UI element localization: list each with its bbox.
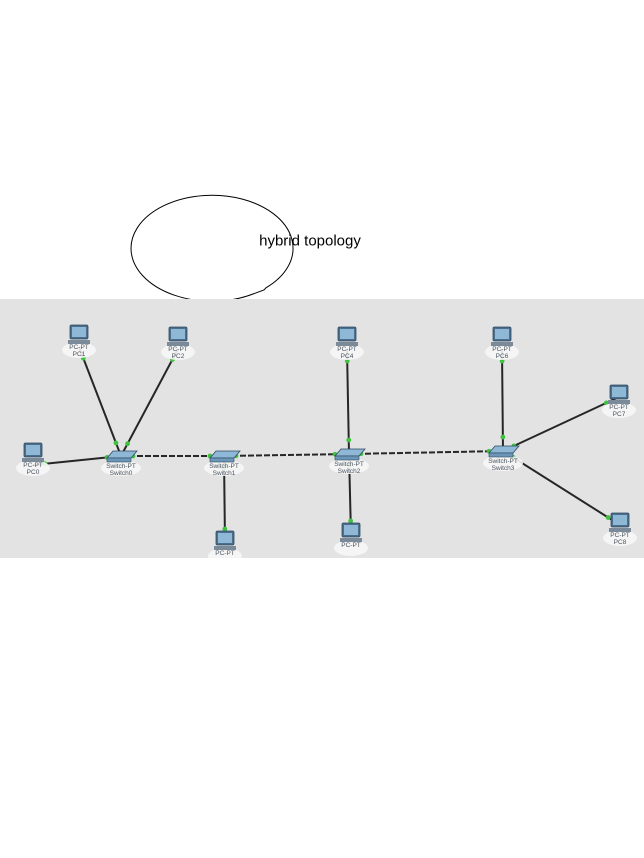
pc-screen-icon	[344, 525, 358, 535]
devices-layer: PC-PTPC0PC-PTPC1PC-PTPC2PC-PTPC-PTPC4PC-…	[16, 324, 637, 558]
device-label-backdrop	[161, 344, 195, 360]
link-pc1-s0[interactable]	[78, 346, 122, 457]
port-light	[348, 518, 354, 524]
pc-base-icon	[491, 342, 513, 346]
switch-device-s3[interactable]	[483, 445, 523, 471]
pc-model-label: PC-PT	[23, 462, 43, 469]
device-label-backdrop	[101, 460, 141, 476]
port-light	[113, 440, 119, 446]
pc-screen-icon	[613, 515, 627, 525]
device-label-backdrop	[334, 540, 368, 556]
pc-screen-icon	[612, 387, 626, 397]
switch-front-icon	[106, 457, 132, 463]
port-light	[346, 437, 352, 443]
device-label-backdrop	[62, 342, 96, 358]
link-pc2-s0[interactable]	[120, 348, 179, 457]
pc-model-label: PC-PT	[341, 542, 361, 549]
pc-screen-icon	[171, 329, 185, 339]
switch-model-label: Switch-PT	[488, 458, 518, 465]
pc-base-icon	[167, 342, 189, 346]
link-s1-s2[interactable]	[223, 453, 350, 457]
pc-name-label: PC2	[172, 353, 185, 360]
pc-base-icon	[336, 342, 358, 346]
device-label-backdrop	[485, 344, 519, 360]
device-label-backdrop	[208, 548, 242, 558]
pc-device-pc6[interactable]	[485, 326, 519, 360]
link-pc4-s2[interactable]	[346, 348, 350, 455]
pc-device-pc0[interactable]	[16, 442, 50, 476]
device-label-backdrop	[602, 402, 636, 418]
switch-model-label: Switch-PT	[106, 463, 136, 470]
switch-name-label: Switch0	[110, 470, 133, 477]
pc-model-label: PC-PT	[609, 404, 629, 411]
pc-screen-icon	[72, 327, 86, 337]
switch-name-label: Switch1	[213, 470, 236, 477]
pc-base-icon	[214, 546, 236, 550]
pc-base-icon	[68, 340, 90, 344]
device-label-backdrop	[483, 455, 523, 471]
pc-screen-icon	[218, 533, 232, 543]
pc-screen-icon	[26, 445, 40, 455]
callout-bubble: hybrid topology	[130, 194, 361, 300]
port-light	[500, 434, 506, 440]
switch-device-s2[interactable]	[329, 448, 369, 474]
pc-name-label: PC1	[73, 351, 86, 358]
pc-base-icon	[608, 400, 630, 404]
pc-device-pc2[interactable]	[161, 326, 195, 360]
switch-front-icon	[334, 455, 360, 461]
switch-device-s1[interactable]	[204, 450, 244, 476]
pc-device-pc7[interactable]	[602, 384, 636, 418]
link-pc6-s3[interactable]	[501, 348, 504, 452]
switch-front-icon	[488, 452, 514, 458]
pc-model-label: PC-PT	[69, 344, 89, 351]
callout-text: hybrid topology	[259, 233, 361, 250]
device-label-backdrop	[603, 530, 637, 546]
pc-device-pc4[interactable]	[330, 326, 364, 360]
pc-name-label: PC4	[341, 353, 354, 360]
pc-screen-icon	[340, 329, 354, 339]
pc-name-label: PC8	[614, 539, 627, 546]
switch-model-label: Switch-PT	[209, 463, 239, 470]
link-s2-s3[interactable]	[348, 450, 504, 455]
pc-name-label: PC6	[496, 353, 509, 360]
pc-base-icon	[609, 528, 631, 532]
switch-model-label: Switch-PT	[334, 461, 364, 468]
switch-top-icon	[488, 445, 520, 454]
port-light	[222, 526, 228, 532]
port-light	[125, 441, 130, 447]
pc-model-label: PC-PT	[215, 550, 235, 557]
pc-device-pc8[interactable]	[603, 512, 637, 546]
port-light	[605, 515, 611, 520]
switch-name-label: Switch2	[338, 468, 361, 475]
pc-name-label: PC0	[27, 469, 40, 476]
pc-model-label: PC-PT	[337, 346, 357, 353]
links-layer	[32, 346, 621, 544]
device-label-backdrop	[16, 460, 50, 476]
pc-base-icon	[340, 538, 362, 542]
pc-device-pc5[interactable]	[334, 522, 368, 556]
switch-front-icon	[209, 457, 235, 463]
device-label-backdrop	[204, 460, 244, 476]
pc-base-icon	[22, 458, 44, 462]
switch-name-label: Switch3	[492, 465, 515, 472]
topology-diagram: PC-PTPC0PC-PTPC1PC-PTPC2PC-PTPC-PTPC4PC-…	[16, 324, 637, 558]
pc-model-label: PC-PT	[168, 346, 188, 353]
link-s3-pc7[interactable]	[502, 396, 620, 452]
pc-device-pc1[interactable]	[62, 324, 96, 358]
pc-name-label: PC7	[613, 411, 626, 418]
pc-device-pc3[interactable]	[208, 530, 242, 558]
device-label-backdrop	[329, 458, 369, 474]
pc-screen-icon	[495, 329, 509, 339]
pc-model-label: PC-PT	[610, 532, 630, 539]
switch-device-s0[interactable]	[101, 450, 141, 476]
pc-model-label: PC-PT	[492, 346, 512, 353]
device-label-backdrop	[330, 344, 364, 360]
